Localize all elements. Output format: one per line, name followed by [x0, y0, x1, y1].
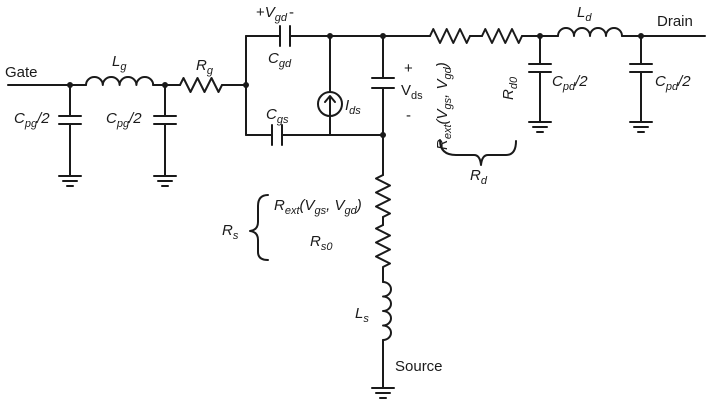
resistor-rext-s: [375, 174, 391, 218]
label-cgs: Cgs: [266, 106, 289, 126]
drain-label: Drain: [657, 13, 693, 30]
ground-cpd-right: [629, 121, 653, 133]
node-cpd1: [537, 33, 543, 39]
label-cpd-right: Cpd/2: [655, 73, 691, 93]
inductor-ld: [557, 27, 623, 37]
node-source: [380, 132, 386, 138]
label-ids: Ids: [345, 97, 361, 117]
label-cpd-left: Cpd/2: [552, 73, 588, 93]
label-ls: Ls: [355, 305, 369, 325]
node-box-left: [243, 82, 249, 88]
label-rext-source: Rext(Vgs, Vgd): [274, 197, 362, 217]
source-label: Source: [395, 358, 443, 375]
node-cpd2: [638, 33, 644, 39]
label-rd: Rd: [470, 167, 488, 187]
label-vgd: +Vgd-: [256, 4, 294, 24]
label-rs0: Rs0: [310, 233, 333, 253]
node-gate-cpg1: [67, 82, 73, 88]
node-vds-top: [380, 33, 386, 39]
inductor-lg: [85, 76, 155, 86]
capacitor-cgd: [279, 25, 291, 47]
resistor-rg: [179, 77, 223, 93]
ground-cpd-left: [528, 121, 552, 133]
label-rext-drain: Rext(Vgs, Vgd): [434, 62, 454, 150]
label-vds-plus: +: [404, 60, 413, 77]
current-source-ids: [317, 91, 343, 117]
resistor-rd0: [481, 28, 523, 44]
label-vds-minus: -: [406, 107, 411, 124]
junction-nodes: [67, 33, 644, 138]
wires: [7, 35, 706, 389]
resistor-rext-d: [429, 28, 471, 44]
label-lg: Lg: [112, 53, 127, 73]
label-ld: Ld: [577, 4, 592, 24]
node-ids-top: [327, 33, 333, 39]
capacitor-vds: [371, 77, 395, 89]
capacitor-cpg-right: [153, 115, 177, 125]
capacitor-cgs: [271, 124, 283, 146]
label-rs: Rs: [222, 222, 239, 242]
brace-rd: [439, 139, 517, 166]
label-cpg-left: Cpg/2: [14, 110, 50, 130]
resistor-rs0: [375, 224, 391, 268]
gate-label: Gate: [5, 64, 38, 81]
ground-cpg-right: [153, 175, 177, 187]
label-cpg-right: Cpg/2: [106, 110, 142, 130]
ground-cpg-left: [58, 175, 82, 187]
capacitor-cpd-left: [528, 63, 552, 73]
node-cpg2: [162, 82, 168, 88]
inductor-ls: [382, 281, 392, 341]
ground-source: [371, 387, 395, 399]
brace-rs: [249, 194, 269, 261]
capacitor-cpd-right: [629, 63, 653, 73]
capacitor-cpg-left: [58, 115, 82, 125]
label-rd0: Rd0: [500, 76, 520, 100]
label-cgd: Cgd: [268, 50, 292, 70]
label-vds: Vds: [401, 82, 423, 102]
label-rg: Rg: [196, 57, 214, 77]
